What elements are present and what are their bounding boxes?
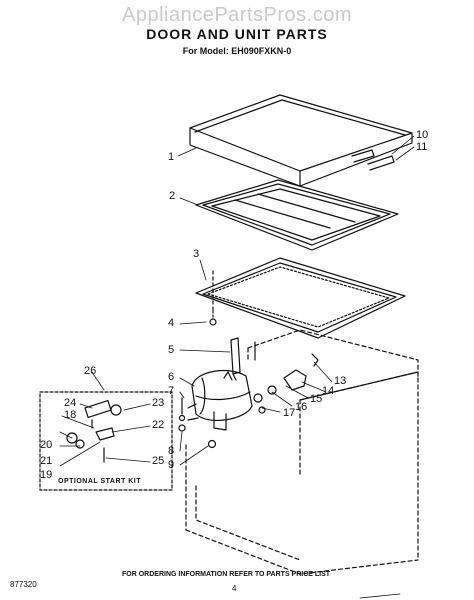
- callout-8: 8: [168, 445, 175, 457]
- diagram-title: DOOR AND UNIT PARTS: [146, 26, 328, 42]
- callout-21: 21: [40, 455, 53, 467]
- door-gasket: [196, 258, 405, 338]
- drain-tube: [231, 338, 240, 380]
- footer-mark: [360, 594, 400, 598]
- mounting-hardware: [179, 398, 216, 448]
- callout-26: 26: [84, 365, 97, 377]
- callout-24: 24: [64, 397, 77, 409]
- leader-lines: [60, 136, 414, 466]
- callout-9: 9: [168, 459, 175, 471]
- start-kit-caption: OPTIONAL START KIT: [58, 478, 142, 485]
- callout-17: 17: [283, 407, 296, 419]
- callout-10: 10: [416, 129, 429, 141]
- model-subtitle: For Model: EH090FXKN-0: [182, 46, 292, 56]
- callout-7: 7: [168, 385, 175, 397]
- callout-22: 22: [152, 419, 165, 431]
- callout-11: 11: [416, 141, 428, 153]
- callout-20: 20: [40, 439, 53, 451]
- callout-5: 5: [168, 344, 175, 356]
- callout-18: 18: [64, 409, 77, 421]
- callout-19: 19: [40, 469, 53, 481]
- cabinet-outline: [186, 330, 418, 574]
- callout-2: 2: [169, 190, 176, 202]
- screw: [210, 271, 216, 325]
- callout-13: 13: [334, 375, 347, 387]
- callout-23: 23: [152, 397, 165, 409]
- door-liner: [196, 180, 398, 250]
- watermark: AppliancePartsPros.com: [122, 4, 352, 26]
- callout-14: 14: [322, 385, 335, 397]
- page-number: 4: [232, 584, 237, 593]
- callout-1: 1: [168, 151, 175, 163]
- callout-16: 16: [295, 401, 308, 413]
- callout-15: 15: [310, 393, 323, 405]
- compressor: [188, 371, 252, 430]
- diagram-code: 877320: [10, 580, 37, 589]
- door-lid: [190, 95, 412, 186]
- relay-and-fittings: [254, 354, 318, 413]
- callout-6: 6: [168, 371, 175, 383]
- callout-3: 3: [193, 248, 200, 260]
- ordering-note: FOR ORDERING INFORMATION REFER TO PARTS …: [122, 571, 331, 578]
- callout-4: 4: [168, 317, 175, 329]
- callout-25: 25: [152, 455, 165, 467]
- cabinet-solid: [255, 342, 418, 400]
- start-kit-box: [40, 392, 172, 490]
